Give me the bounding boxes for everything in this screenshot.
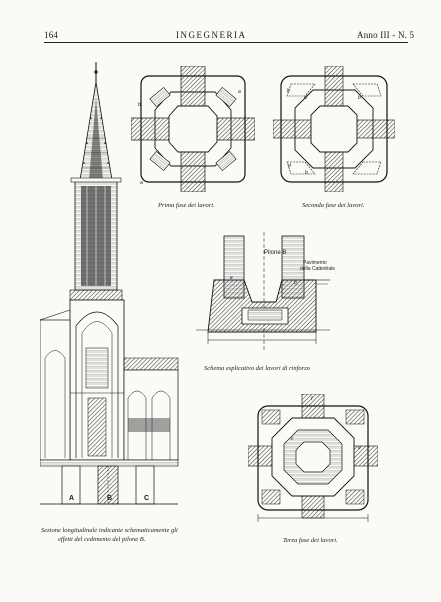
phase1-mark-a: a [140,180,143,186]
pier-a-label: A [69,495,75,502]
phase1-mark-b1: b [138,102,141,108]
section-caption-line2: effetti del cedimento del pilone B. [58,536,146,543]
longitudinal-section-drawing [40,58,192,518]
phase1-mark-a2: a [238,89,241,95]
phase2-mark-d2: d [288,163,291,169]
scheme-mark-b: b [294,280,297,286]
pavimento-label-line2: della Cattedrale [300,266,336,272]
phase3-caption: Terza fase dei lavori. [283,537,338,544]
pavimento-label-line1: Pavimento [303,260,327,266]
scheme-mark-e: e [230,275,233,281]
reinforcement-scheme [196,232,336,356]
third-phase-plan [248,394,378,524]
phase3-mark-e: e [358,445,361,451]
phase3-mark-f: f [311,396,313,402]
phase2-caption: Seconda fase dei lavori. [302,202,365,209]
section-caption-line1: Sezione longitudinale indicante schemati… [41,527,178,534]
pilone-b-label: Pilone B [264,250,287,256]
phase1-caption: Prima fase dei lavori. [158,202,215,209]
first-phase-plan [131,66,255,192]
scheme-caption: Schema esplicativo dei lavori di rinforz… [204,365,310,372]
journal-title: INGEGNERIA [176,30,247,40]
phase2-mark-d: d [304,95,307,101]
phase2-mark-b2: b [358,95,361,101]
header-rule [44,42,408,43]
phase2-mark-b3: b [305,170,308,176]
second-phase-plan [273,66,395,192]
phase2-mark-b: b [287,88,290,94]
page-number: 164 [44,30,59,40]
pier-b-label: B [107,495,113,502]
pier-c-label: C [144,495,150,502]
issue-number: Anno III - N. 5 [357,30,415,40]
phase3-mark-c: c [291,436,294,442]
